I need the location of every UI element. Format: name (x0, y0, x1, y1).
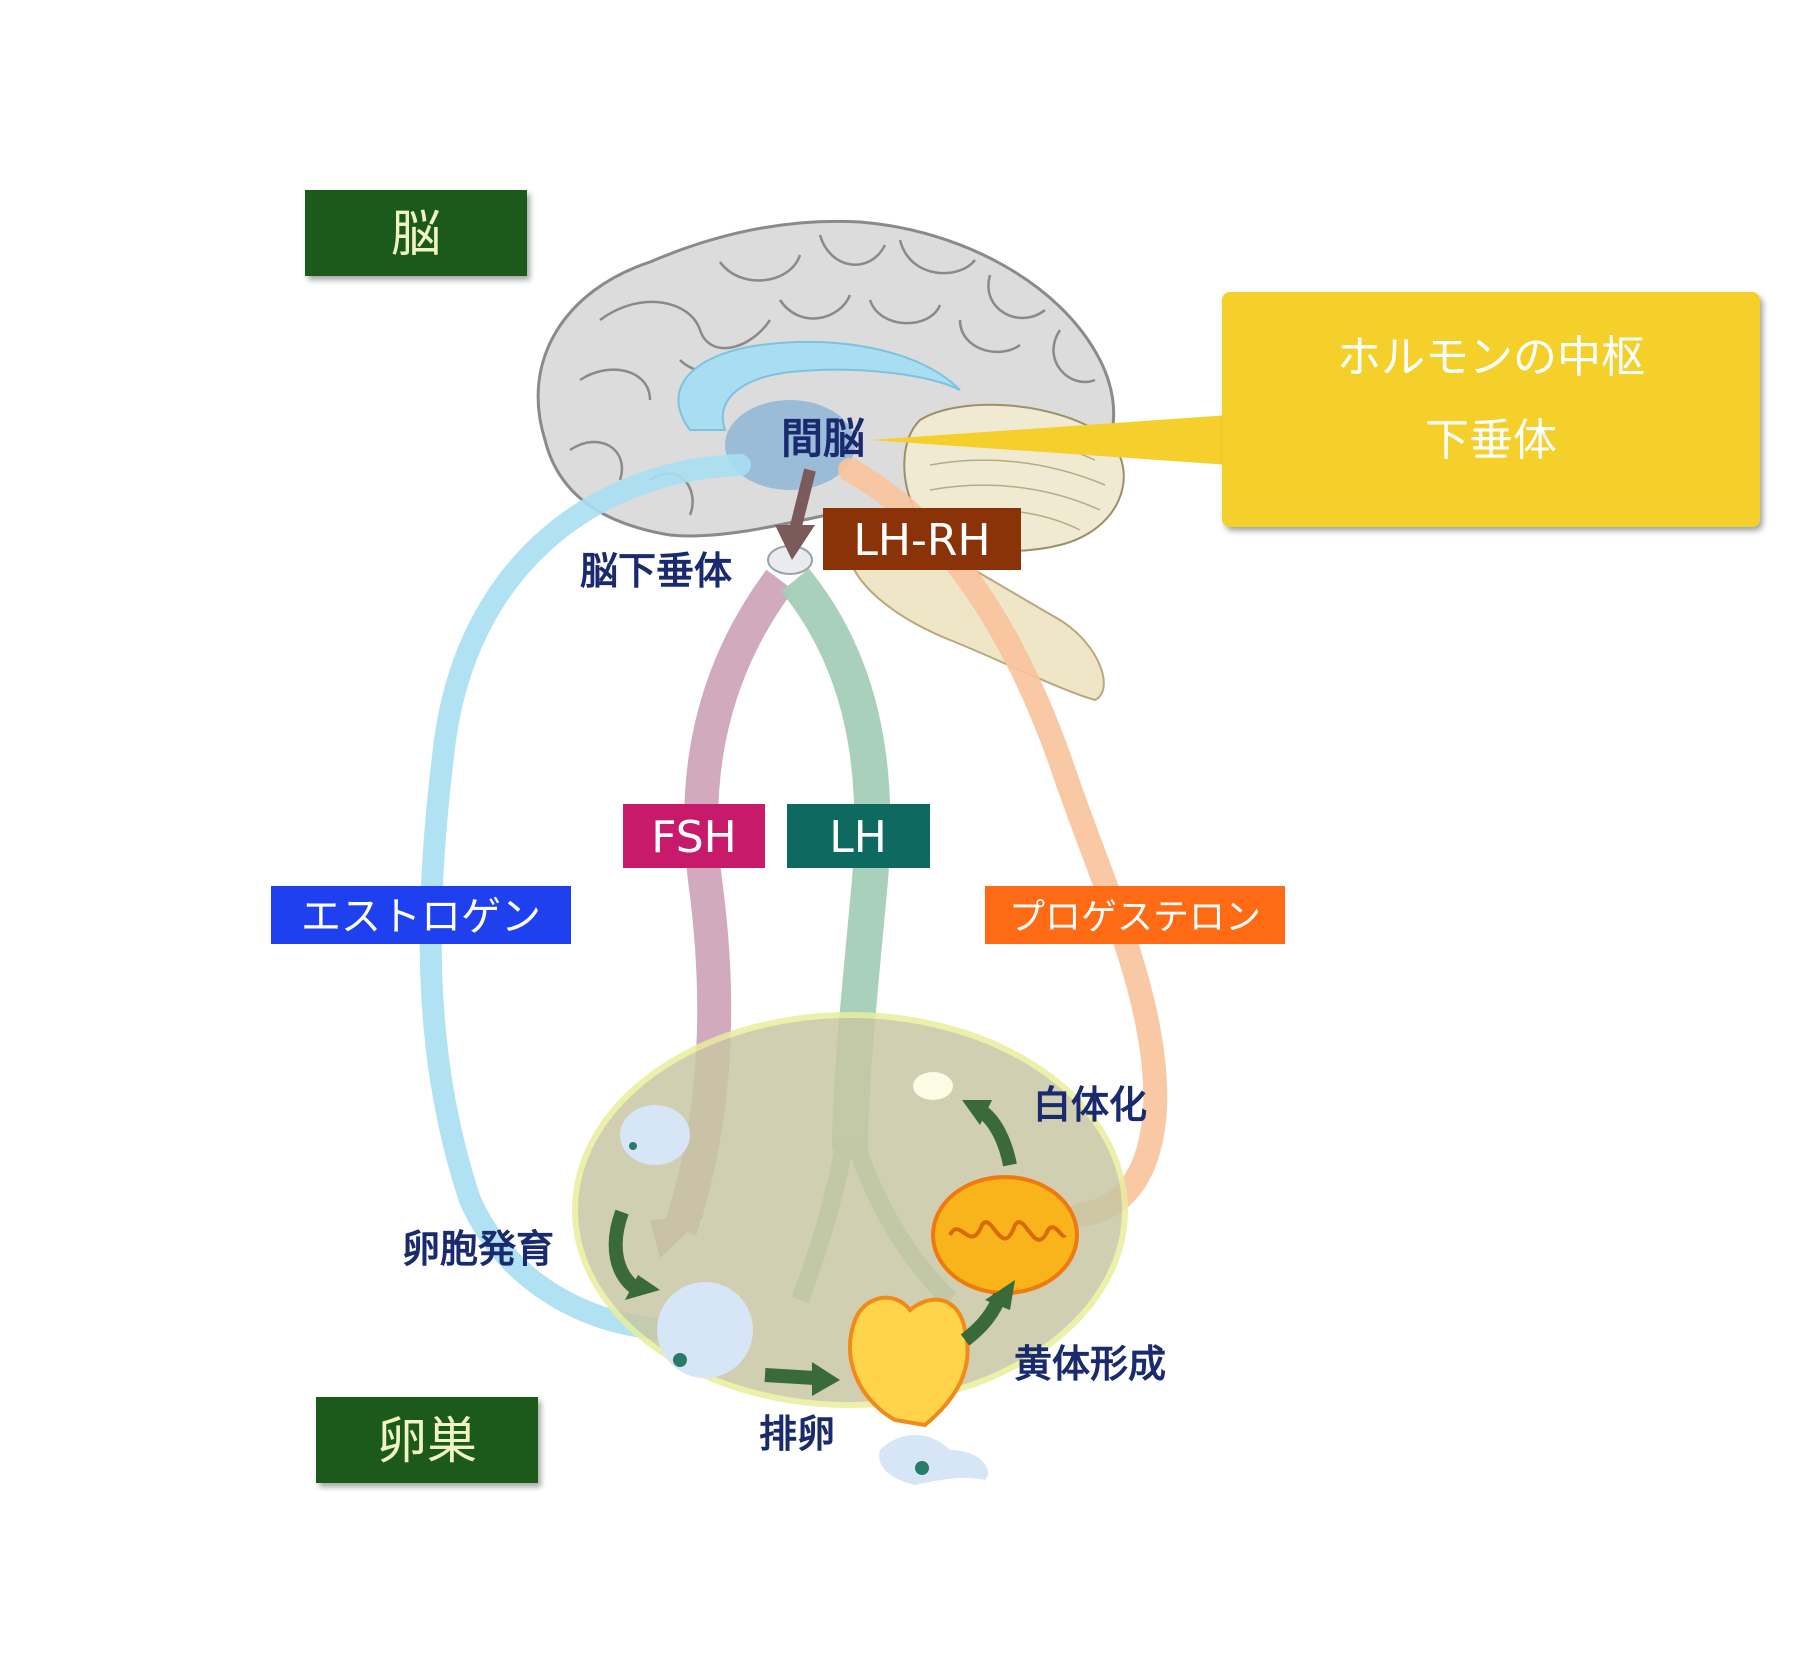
ovulation-label: 排卵 (759, 1412, 835, 1456)
progesterone-tag (985, 886, 1285, 944)
albicans-arrowhead (962, 1100, 992, 1125)
callout-line2: 下垂体 (1425, 415, 1557, 466)
luteinization-arrowhead (985, 1280, 1015, 1310)
callout-box (1222, 292, 1760, 527)
ovary-label: 卵巣 (377, 1412, 477, 1470)
ruptured-follicle (848, 1295, 970, 1428)
follicle-growth-arrow (608, 1209, 643, 1296)
corpus-luteum-folds (948, 1220, 1067, 1242)
mature-oocyte (673, 1353, 687, 1367)
lhrh-arrow (789, 468, 816, 532)
brain-label-box (305, 190, 527, 276)
estrogen-label: エストロゲン (301, 894, 541, 940)
estrogen-tag (271, 886, 571, 944)
lhrh-tag (823, 508, 1021, 570)
lhrh-arrowhead (775, 525, 815, 560)
fsh-tag (623, 804, 765, 868)
mature-follicle (657, 1282, 753, 1378)
callout-pointer (870, 415, 1230, 465)
corpus-albicans (913, 1072, 953, 1100)
released-ovum (915, 1461, 929, 1475)
primordial-follicle (620, 1105, 690, 1165)
corpus-callosum (677, 341, 961, 431)
corpus-luteum-label: 黄体形成 (1014, 1342, 1166, 1386)
diencephalon-label: 間脳 (781, 414, 865, 463)
lh-label: LH (829, 812, 887, 863)
follicle-growth-arrowhead (625, 1275, 660, 1300)
fsh-label: FSH (651, 812, 737, 863)
callout-line1: ホルモンの中枢 (1337, 332, 1645, 383)
diencephalon-region (725, 400, 855, 490)
released-ovum-cloud (879, 1435, 989, 1485)
ovary-illustration (572, 1012, 1128, 1485)
lh-tag (787, 804, 930, 868)
ovulation-arrowhead (812, 1362, 840, 1396)
ovary-label-box (316, 1397, 538, 1483)
ovulation-arrow (764, 1368, 816, 1385)
brain-label: 脳 (391, 205, 441, 263)
progesterone-label: プロゲステロン (1009, 897, 1261, 938)
lhrh-label: LH-RH (853, 515, 990, 566)
corpus-luteum (931, 1175, 1079, 1295)
follicle-growth-label: 卵胞発育 (402, 1227, 554, 1271)
pituitary-label: 脳下垂体 (580, 549, 732, 593)
corpus-albicans-label: 白体化 (1033, 1083, 1147, 1127)
primordial-oocyte (629, 1142, 637, 1150)
